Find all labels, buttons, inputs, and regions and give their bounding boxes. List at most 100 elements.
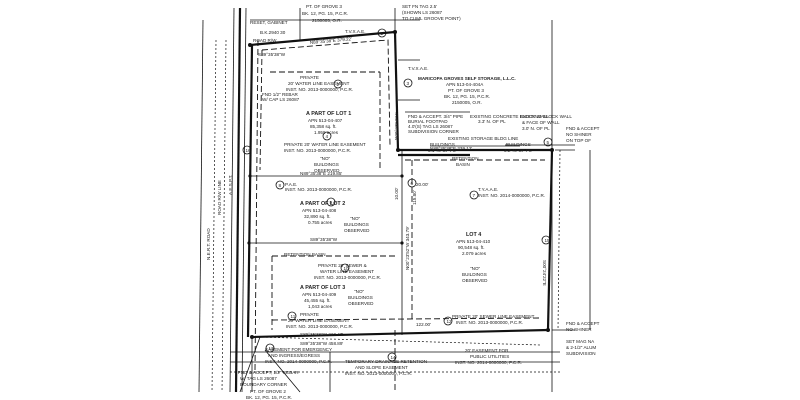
buildings-2b: 3.2' N. OF PL	[504, 148, 532, 153]
fnd-rebar-2: W/ CAP LS 26087	[262, 97, 300, 102]
drainage-2: AND SLOPE EASEMENT	[355, 365, 408, 370]
public-util-3: INST. NO. 2014-0000000, P.C.R.	[455, 360, 522, 365]
callout-number: 7	[473, 193, 476, 198]
monument-markers	[247, 30, 554, 339]
callout-number: 6	[411, 181, 414, 186]
top-owner-1: PT. OF GROVE 3	[306, 4, 342, 9]
left-right-of-way	[198, 7, 259, 393]
right-fnd-8: SUBDIVISION	[566, 351, 596, 356]
lot3-bldg: "NO"	[354, 289, 365, 294]
callout-number: 3	[407, 81, 410, 86]
dist-4: 122.00'	[416, 322, 431, 327]
ingress: EASEMENT FOR EMERGENCY	[265, 347, 332, 352]
right-fnd-5: NO SHINER	[566, 327, 592, 332]
callout-circles: 1 2 3 4 5 6 7 8 9 10 11 12 13 14 15 16	[242, 28, 553, 362]
bearing-lot4-east: S00°24'22"E	[542, 260, 547, 286]
tv-note: T.V.X.A.E.	[345, 29, 366, 34]
bearing-lot4-west: N00°23'52"W 343.79'	[405, 226, 410, 270]
lot-2: P.A.E. INST. NO. 2013-0000000, P.C.R. A …	[284, 182, 370, 257]
lot4-sqft: 90,548 sq. ft.	[458, 245, 485, 250]
lot4-bldg: "NO"	[470, 266, 481, 271]
block-wall: EXISTING CONCRETE BLOCK WALL	[470, 114, 549, 119]
callout-number: 14	[391, 355, 397, 360]
easement-sewer: PRIVATE 20' SEWER &	[318, 263, 367, 268]
callout-number: 11	[291, 314, 296, 319]
monument-marker	[248, 174, 252, 178]
right-fnd-2: NO SHINER	[566, 132, 592, 137]
lot3-bldg2: BUILDINGS	[348, 295, 373, 300]
self-storage-3: PT. OF GROVE 3	[448, 88, 484, 93]
monument-marker	[546, 328, 550, 332]
lot-4: LOT 4 APN 513-04-410 90,548 sq. ft. 2.07…	[405, 146, 547, 325]
lot1-apn: APN 513-04-407	[308, 118, 343, 123]
pae-2: INST. NO. 2013-0000000, P.C.R.	[285, 187, 352, 192]
callout-number: 12	[447, 319, 453, 324]
top-owner-3: 2150005, O.R.	[312, 18, 342, 23]
bottom-owner-1: PT. OF GROVE 2	[250, 389, 286, 394]
lot2-bldg2: BUILDINGS	[344, 222, 369, 227]
easement-water-lot3: PRIVATE	[300, 312, 319, 317]
bearing-lot3-south: S89°35'38"W 220.47'	[300, 332, 343, 337]
block-wall-2: 3.3' N. OF PL	[478, 119, 506, 124]
dist-1: 10.00'	[394, 188, 399, 200]
self-storage-1: MARICOPA GROVES SELF STORAGE, L.L.C.	[418, 76, 516, 81]
callout-number: 10	[344, 266, 350, 271]
easement-sewer-bottom: PRIVATE 20' SEWER LINE EASEMENT	[452, 314, 535, 319]
right-fnd-7: & 2-1/2" ALUM	[566, 345, 596, 350]
easement-water-20d: PRIVATE 20' WATER LINE EASEMENT	[284, 142, 366, 147]
monument-marker	[248, 43, 252, 47]
bearing-top: N89°35'38"E 379.22'	[310, 36, 353, 45]
note-bk-2940: B.K.2940 30	[260, 30, 286, 35]
easement-water-20c: INST. NO. 2013-0000000, P.C.R.	[286, 87, 353, 92]
callout-number: 15	[545, 238, 551, 243]
ingress-3: INST. NO. 2014-0000000, P.C.R.	[265, 359, 332, 364]
lot3-title: A PART OF LOT 3	[300, 285, 345, 291]
lot4-title: LOT 4	[466, 232, 481, 238]
lot4-bldg2: BUILDINGS	[462, 272, 487, 277]
buildings-1: BUILDINGS	[430, 142, 455, 147]
public-util-2: PUBLIC UTILITIES	[470, 354, 509, 359]
fnd-rebar: FND 1/2" REBAR	[262, 92, 299, 97]
easement-water-lot3b: 20' WATER LINE EASEMENT	[288, 318, 350, 323]
found-1c: 4.0'(S) TAG LS 26087	[408, 124, 453, 129]
callout-number: 5	[547, 140, 550, 145]
found-1d: SUBDIVISION CORNER	[408, 129, 459, 134]
bottom-fnd-3: BOUNDARY CORNER	[240, 382, 288, 387]
callout-number: 9	[330, 200, 333, 205]
monument-marker	[400, 174, 404, 178]
block-wall-r3: 3.0' N. OF PL	[522, 126, 550, 131]
tyak: T.Y.A.A.E.	[478, 187, 498, 192]
easement-water-20e: INST. NO. 2013-0000000, P.C.R.	[284, 148, 351, 153]
retention-basin: RETENTION BASIN	[284, 252, 326, 257]
dist-2: 115.80'	[412, 190, 417, 205]
bottom-owner-2: BK. 12, PG. 15, P.C.R.	[246, 395, 292, 400]
easement-water-20b: 20' WATER LINE EASEMENT	[288, 81, 350, 86]
right-fnd-3: ON TOP OF	[566, 138, 591, 143]
self-storage-4: BK. 12, PG. 15, P.C.R.	[444, 94, 490, 99]
note-set-fn: SET FN TAG 2.5'	[402, 4, 437, 9]
bearing-bottom: S89°35'38"W 458.89'	[300, 341, 343, 346]
road-label-1: N.E.R.T. ROAD	[206, 228, 211, 260]
retention-2: RETENTION	[452, 156, 479, 161]
callout-number: 2	[337, 82, 340, 87]
callout-number: 8	[279, 183, 282, 188]
callout-number: 16	[246, 148, 252, 153]
south-features	[230, 349, 560, 393]
monument-marker	[400, 241, 404, 245]
monument-marker	[250, 335, 254, 339]
found-1: FND & ACCEPT. 3/4" PIPE	[408, 114, 463, 119]
retention-3: BASIN	[456, 162, 470, 167]
self-storage-2: APN 513-04-404A	[446, 82, 484, 87]
easement-sewer-2: WATER LINE EASEMENT	[320, 269, 374, 274]
road-label-3: A.E.S.P.T.	[228, 175, 233, 195]
lot1-bldg: "NO"	[320, 156, 331, 161]
self-storage-block: T.V.X.A.E. MARICOPA GROVES SELF STORAGE,…	[408, 66, 572, 153]
north-features	[250, 8, 420, 101]
east-notes: FND & ACCEPT NO SHINER ON TOP OF FND & A…	[566, 126, 600, 356]
tyak-2: INST. NO. 2014-0000000, P.C.R.	[478, 193, 545, 198]
lot3-acres: 1,043 acres	[308, 304, 333, 309]
bearing-top-west: S89°35'38"W	[258, 52, 286, 57]
found-1b: BURIAL FOOTPAD	[408, 119, 448, 124]
drainage-3: INST. NO. 2013-0000000, P.C.R.	[345, 371, 412, 376]
east-features	[398, 20, 591, 392]
